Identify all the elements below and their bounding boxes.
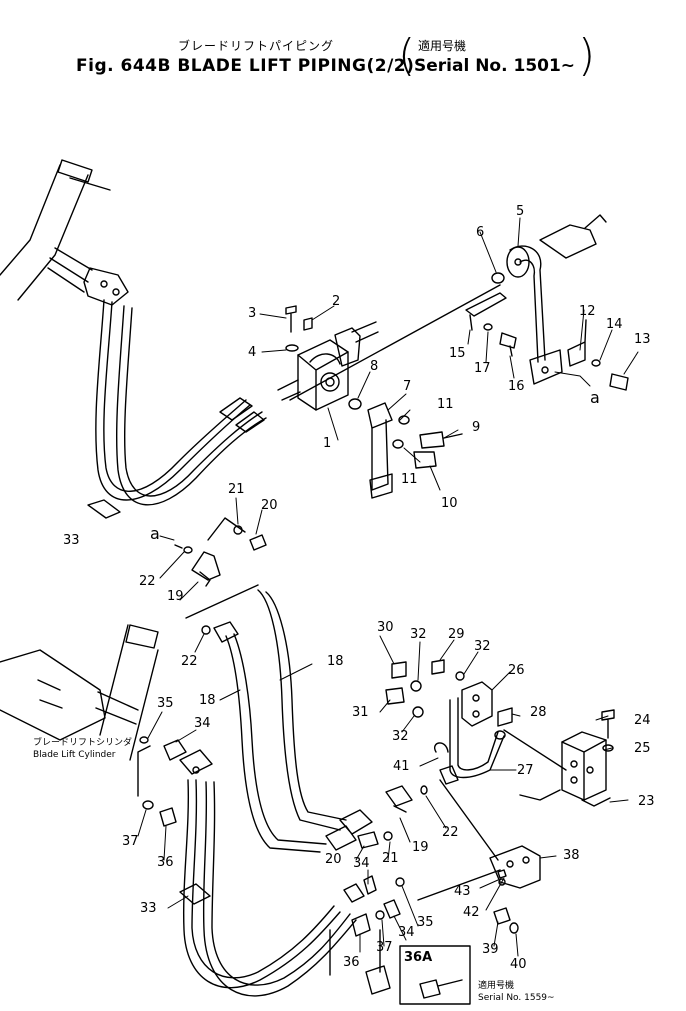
part-label-7: 7 <box>403 379 412 394</box>
part-label-19-lower: 19 <box>412 840 429 855</box>
part-label-15: 15 <box>449 346 466 361</box>
part-label-22-middle: 22 <box>181 654 198 669</box>
inset-box <box>399 945 471 1005</box>
part-label-19-upper: 19 <box>167 589 184 604</box>
upper-cylinder <box>0 159 129 306</box>
part-label-17: 17 <box>474 361 491 376</box>
leader-line-upper <box>289 284 501 401</box>
part-label-10: 10 <box>441 496 458 511</box>
part-label-2: 2 <box>332 294 341 309</box>
part-label-37-lower: 37 <box>376 940 393 955</box>
part-label-37-left: 37 <box>122 834 139 849</box>
serial-range: Serial No. 1501~ <box>414 56 576 76</box>
part-label-34-right-upper: 34 <box>353 856 370 871</box>
lower-clamp-19 <box>357 785 428 849</box>
figure-title: Fig. 644B BLADE LIFT PIPING(2/2) <box>76 56 415 76</box>
part-label-25: 25 <box>634 741 651 756</box>
serial-japanese: 適用号機 <box>418 39 467 53</box>
part-label-6: 6 <box>476 225 485 240</box>
leader-line-middle <box>185 584 259 619</box>
cylinder-label-japanese: ブレードリフトシリンダ <box>33 738 133 748</box>
part-label-33-upper: 33 <box>63 533 80 548</box>
middle-hose-18 <box>201 589 373 853</box>
inset-part-label: 36A <box>404 950 433 965</box>
part-label-39: 39 <box>482 942 499 957</box>
lower-hose-loop <box>179 749 357 997</box>
part-label-9: 9 <box>472 420 481 435</box>
part-label-12: 12 <box>579 304 596 319</box>
part-label-33-lower: 33 <box>140 901 157 916</box>
clamp-7-assembly <box>367 402 463 499</box>
part-label-14: 14 <box>606 317 623 332</box>
part-label-29: 29 <box>448 627 465 642</box>
part-label-36-lower: 36 <box>343 955 360 970</box>
reference-a-middle: a <box>150 524 160 543</box>
part-label-26: 26 <box>508 663 525 678</box>
part-label-30: 30 <box>377 620 394 635</box>
part-label-11-upper: 11 <box>437 397 454 412</box>
leader-lines <box>137 217 639 957</box>
part-label-3: 3 <box>248 306 257 321</box>
bracket-left: ( <box>398 30 416 81</box>
upper-clamp-19 <box>174 517 267 587</box>
part-label-22-lower: 22 <box>442 825 459 840</box>
part-label-22-upper: 22 <box>139 574 156 589</box>
part-label-13: 13 <box>634 332 651 347</box>
part-label-36-left: 36 <box>157 855 174 870</box>
lower-block-assembly <box>385 659 615 934</box>
part-label-8: 8 <box>370 359 379 374</box>
part-label-23: 23 <box>638 794 655 809</box>
part-label-1: 1 <box>323 436 332 451</box>
inset-serial-english: Serial No. 1559~ <box>478 993 555 1003</box>
bracket-right: ) <box>578 30 596 81</box>
part-label-11-lower: 11 <box>401 472 418 487</box>
part-label-16: 16 <box>508 379 525 394</box>
part-label-27: 27 <box>517 763 534 778</box>
part-label-41: 41 <box>393 759 410 774</box>
part-label-18-left: 18 <box>199 693 216 708</box>
part-label-28: 28 <box>530 705 547 720</box>
part-label-43: 43 <box>454 884 471 899</box>
upper-valve-block <box>277 305 379 411</box>
part-label-40: 40 <box>510 957 527 972</box>
lower-cylinder <box>0 624 159 761</box>
upper-hose-loop <box>87 299 267 519</box>
part-label-42: 42 <box>463 905 480 920</box>
part-label-21-upper: 21 <box>228 482 245 497</box>
part-label-34-right-lower: 34 <box>398 925 415 940</box>
part-label-4: 4 <box>248 345 257 360</box>
part-label-5: 5 <box>516 204 525 219</box>
inset-serial-japanese: 適用号機 <box>478 981 515 991</box>
inset-bolt <box>419 979 463 999</box>
part-label-32-top-left: 32 <box>410 627 427 642</box>
part-label-34-left: 34 <box>194 716 211 731</box>
part-label-18-right: 18 <box>327 654 344 669</box>
part-label-38: 38 <box>563 848 580 863</box>
part-label-35-left: 35 <box>157 696 174 711</box>
part-label-20-upper: 20 <box>261 498 278 513</box>
cylinder-label-english: Blade Lift Cylinder <box>33 750 116 760</box>
part-label-20-lower: 20 <box>325 852 342 867</box>
part-label-31: 31 <box>352 705 369 720</box>
part-label-35-right: 35 <box>417 915 434 930</box>
part-label-32-top-right: 32 <box>474 639 491 654</box>
part-label-24: 24 <box>634 713 651 728</box>
lower-clamps <box>137 736 401 995</box>
part-label-32-bottom: 32 <box>392 729 409 744</box>
pipe-5-assembly <box>465 214 629 391</box>
part-label-21-lower: 21 <box>382 851 399 866</box>
title-japanese: ブレードリフトパイピング <box>178 39 335 53</box>
reference-a-upper: a <box>590 388 600 407</box>
